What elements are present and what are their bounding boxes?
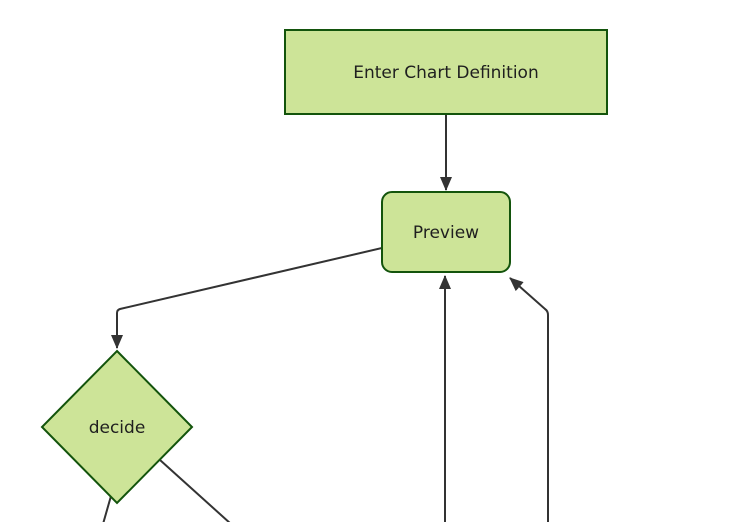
- edge-decide-to-offscreen-right: [159, 459, 231, 522]
- decide-diamond: [40, 349, 194, 505]
- enter-chart-definition-box: [284, 29, 608, 115]
- edge-layer: [102, 114, 549, 522]
- edge-preview-to-decide: [111, 247, 383, 349]
- node-preview: Preview: [381, 191, 511, 273]
- node-enter-chart-definition: Enter Chart Definition: [284, 29, 608, 115]
- preview-box: [381, 191, 511, 273]
- edge-offscreen-right-to-preview: [509, 277, 549, 522]
- node-decide: decide: [40, 349, 194, 505]
- decide-label: decide: [89, 418, 146, 438]
- enter-chart-definition-label: Enter Chart Definition: [353, 63, 538, 83]
- preview-label: Preview: [413, 223, 479, 243]
- edge-decide-to-offscreen-left: [102, 495, 112, 522]
